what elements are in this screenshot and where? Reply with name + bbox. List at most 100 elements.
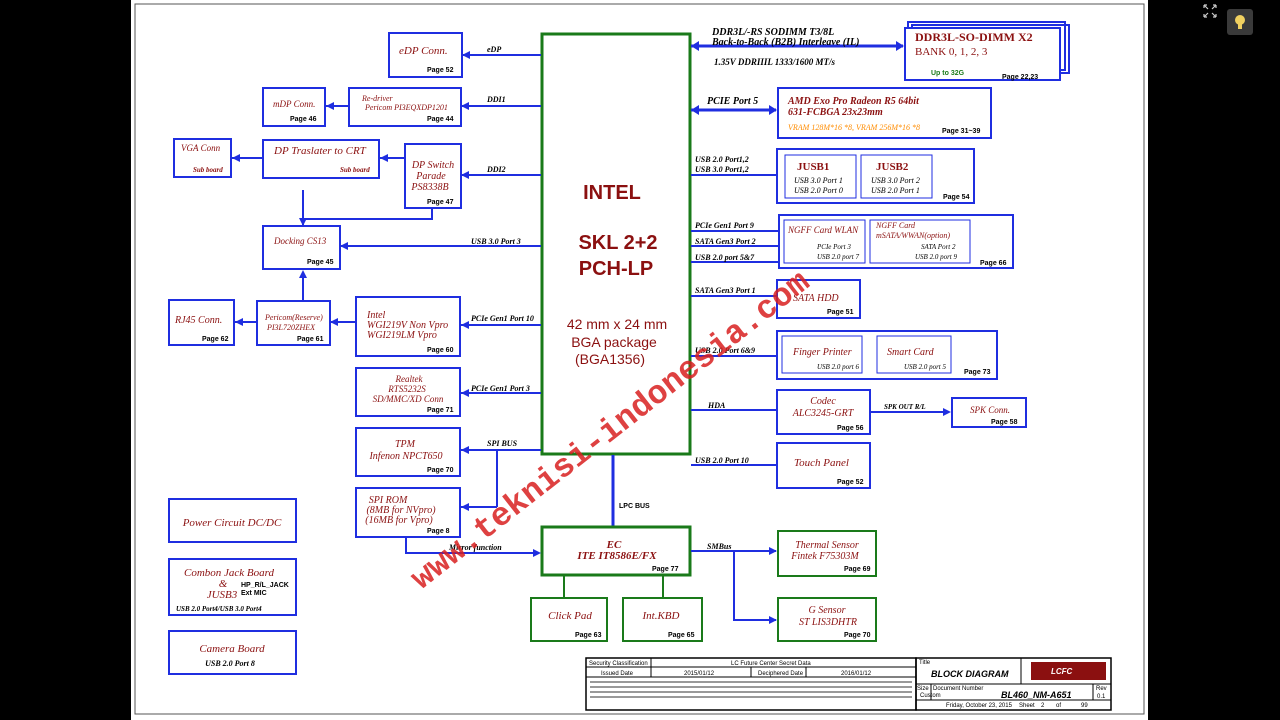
lan-block [355, 296, 461, 357]
spirom-l3: (16MB for Vpro) [365, 515, 433, 526]
finger-f1: Finger Printer [792, 347, 852, 358]
camera-name: Camera Board [199, 643, 265, 655]
codec-line2: ALC3245-GRT [792, 408, 855, 419]
lan-bus: PCIe Gen1 Port 10 [471, 314, 534, 323]
power-block [168, 498, 297, 543]
ngff-w3: USB 2.0 port 7 [817, 253, 860, 261]
spirom-l1: SPI ROM [369, 495, 408, 506]
rj45-block [168, 299, 235, 346]
schematic-sheet: INTEL SKL 2+2 PCH-LP 42 mm x 24 mm BGA p… [131, 0, 1148, 720]
ddr-bus3: 1.35V DDRIIIL 1333/1600 MT/s [714, 57, 836, 67]
lcfc-logo [1031, 662, 1106, 680]
lan-page: Page 60 [427, 347, 454, 354]
pch-line3: PCH-LP [579, 258, 653, 280]
gsensor-2: ST LIS3DHTR [799, 617, 857, 628]
crt-name: DP Traslater to CRT [273, 145, 367, 157]
tb-title: BLOCK DIAGRAM [931, 669, 1009, 679]
tb-secv: LC Future Center Secret Data [731, 661, 811, 667]
gsensor-1: G Sensor [809, 605, 846, 616]
jusb-bus2: USB 3.0 Port1,2 [695, 165, 749, 174]
jusb2a: USB 3.0 Port 2 [871, 176, 920, 185]
spk-bus: SPK OUT R/L [884, 403, 926, 411]
dpsw-bus: DDI2 [486, 165, 506, 174]
card-l3: SD/MMC/XD Conn [373, 394, 444, 404]
ngff-m3: SATA Port 2 [921, 243, 956, 251]
ngff-bus2: SATA Gen3 Port 2 [695, 237, 756, 246]
jusb2: JUSB2 [876, 161, 909, 173]
pch-line1: INTEL [583, 182, 641, 204]
thermal-block [777, 530, 877, 577]
tpm-l1: TPM [395, 439, 416, 450]
gsensor-page: Page 70 [844, 632, 871, 639]
redriver-2: Pericom PI3EQXDP1201 [364, 103, 448, 112]
tb-t: Title [919, 660, 931, 666]
lan-l2: WGI219V Non Vpro [367, 320, 448, 331]
rj45-page: Page 62 [202, 336, 229, 343]
edp-page: Page 52 [427, 67, 454, 74]
tb-sheetm: 99 [1081, 703, 1088, 709]
pch-block [540, 32, 692, 456]
vga-name: VGA Conn [181, 143, 221, 153]
touch-bus: USB 2.0 Port 10 [695, 456, 749, 465]
tpm-l2: Infenon NPCT650 [368, 451, 442, 462]
spirom-l2: (8MB for NVpro) [366, 505, 436, 516]
camera-block [168, 630, 297, 675]
combo-1: Combon Jack Board [184, 567, 275, 579]
gsensor-block [777, 597, 877, 642]
spk-page: Page 58 [991, 419, 1018, 426]
tb-deciv: 2016/01/12 [841, 671, 872, 677]
ddr-block [904, 27, 1061, 81]
combo-block [168, 558, 297, 616]
ec-page: Page 77 [652, 566, 679, 573]
ec-block [540, 525, 692, 577]
tb-issuedv: 2015/01/12 [684, 671, 715, 677]
spirom-page: Page 8 [427, 528, 450, 535]
dock-page: Page 45 [307, 259, 334, 266]
sata-name: SATA HDD [793, 293, 839, 304]
sheet-border [134, 3, 1145, 715]
ddr-up: Up to 32G [931, 70, 965, 77]
block-diagram: INTEL SKL 2+2 PCH-LP 42 mm x 24 mm BGA p… [134, 3, 1145, 715]
tb-date: Friday, October 23, 2015 [946, 703, 1013, 709]
touch-page: Page 52 [837, 479, 864, 486]
tb-logo: LCFC [1051, 667, 1073, 676]
ddr-bus1: DDR3L/-RS SODIMM T3/8L [711, 27, 834, 38]
dpsw-l1: DP Switch [411, 160, 454, 171]
ngff-page: Page 66 [980, 260, 1007, 267]
lightbulb-button[interactable] [1227, 9, 1253, 35]
dpsw-page: Page 47 [427, 199, 454, 206]
kbd-page: Page 65 [668, 632, 695, 639]
ddr-bank: BANK 0, 1, 2, 3 [915, 46, 988, 58]
tb-rev: Rev [1096, 686, 1107, 692]
combo-3: JUSB3 [207, 589, 238, 601]
tb-docnum: Document Number [933, 686, 983, 692]
ddr-title: DDR3L-SO-DIMM X2 [915, 30, 1033, 44]
touch-block [776, 442, 871, 489]
jusb-bus1: USB 2.0 Port1,2 [695, 155, 749, 164]
expand-arrows-icon[interactable] [1202, 3, 1218, 19]
amd-page: Page 31~39 [942, 128, 980, 135]
rj45-name: RJ45 Conn. [174, 315, 222, 326]
dock-name: Docking CS13 [273, 236, 327, 246]
title-block: Security Classification LC Future Center… [585, 657, 1112, 711]
ngff-m2: mSATA/WWAN(option) [876, 231, 950, 240]
clickpad-name: Click Pad [548, 610, 592, 622]
combo-hp1: HP_R/L_JACK [241, 582, 289, 589]
tpm-block [355, 427, 461, 477]
lan-l1: Intel [366, 310, 386, 321]
spk-name: SPK Conn. [970, 405, 1010, 415]
ngff-w1: NGFF Card WLAN [787, 225, 859, 235]
ec-line1: EC [606, 539, 622, 551]
jusb1b: USB 2.0 Port 0 [794, 186, 843, 195]
smart-box [876, 335, 952, 374]
pch-line5: BGA package [571, 334, 657, 350]
combo-hp2: Ext MIC [241, 590, 267, 597]
edp-bus: eDP [487, 45, 501, 54]
jusb2b: USB 2.0 Port 1 [871, 186, 920, 195]
redriver-block [348, 87, 462, 127]
codec-line1: Codec [810, 396, 836, 407]
clickpad-block [530, 597, 608, 642]
pch-line6: (BGA1356) [575, 351, 645, 367]
smbus-label: SMBus [707, 542, 731, 551]
codec-page: Page 56 [837, 425, 864, 432]
